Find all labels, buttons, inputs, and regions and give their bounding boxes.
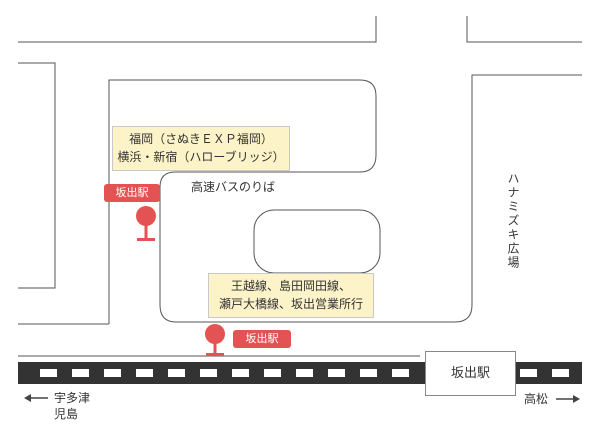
island-roundabout (253, 209, 381, 274)
bus-stop-pin-upper-icon (136, 206, 156, 241)
bus-stop-badge-lower: 坂出駅 (233, 330, 291, 348)
bus-stop-badge-upper: 坂出駅 (104, 184, 160, 202)
road-left-block (18, 62, 56, 289)
direction-left-line1: 宇多津 (54, 391, 91, 405)
plaza-label: ハナミズキ広場 (506, 172, 520, 270)
info-local-line1: 王越線、島田岡田線、 (230, 279, 351, 293)
highway-bus-stop-label: 高速バスのりば (191, 180, 276, 194)
direction-left-line2: 児島 (54, 407, 79, 421)
direction-right-label: 高松 (524, 392, 549, 406)
station-building: 坂出駅 (425, 351, 516, 396)
info-box-highway-bus: 福岡（さぬきＥＸＰ福岡） 横浜・新宿（ハローブリッジ） (112, 126, 290, 171)
arrow-right-icon (556, 395, 580, 403)
road-top-right (466, 16, 582, 43)
road-top-left (18, 16, 377, 43)
road-inner-block (108, 74, 582, 324)
info-highway-line2: 横浜・新宿（ハローブリッジ） (117, 150, 285, 164)
bus-stop-pin-lower-icon (205, 324, 225, 356)
info-highway-line1: 福岡（さぬきＥＸＰ福岡） (129, 132, 273, 146)
info-box-local-bus: 王越線、島田岡田線、 瀬戸大橋線、坂出営業所行 (208, 273, 374, 318)
arrow-left-icon (24, 394, 48, 402)
info-local-line2: 瀬戸大橋線、坂出営業所行 (218, 297, 363, 311)
